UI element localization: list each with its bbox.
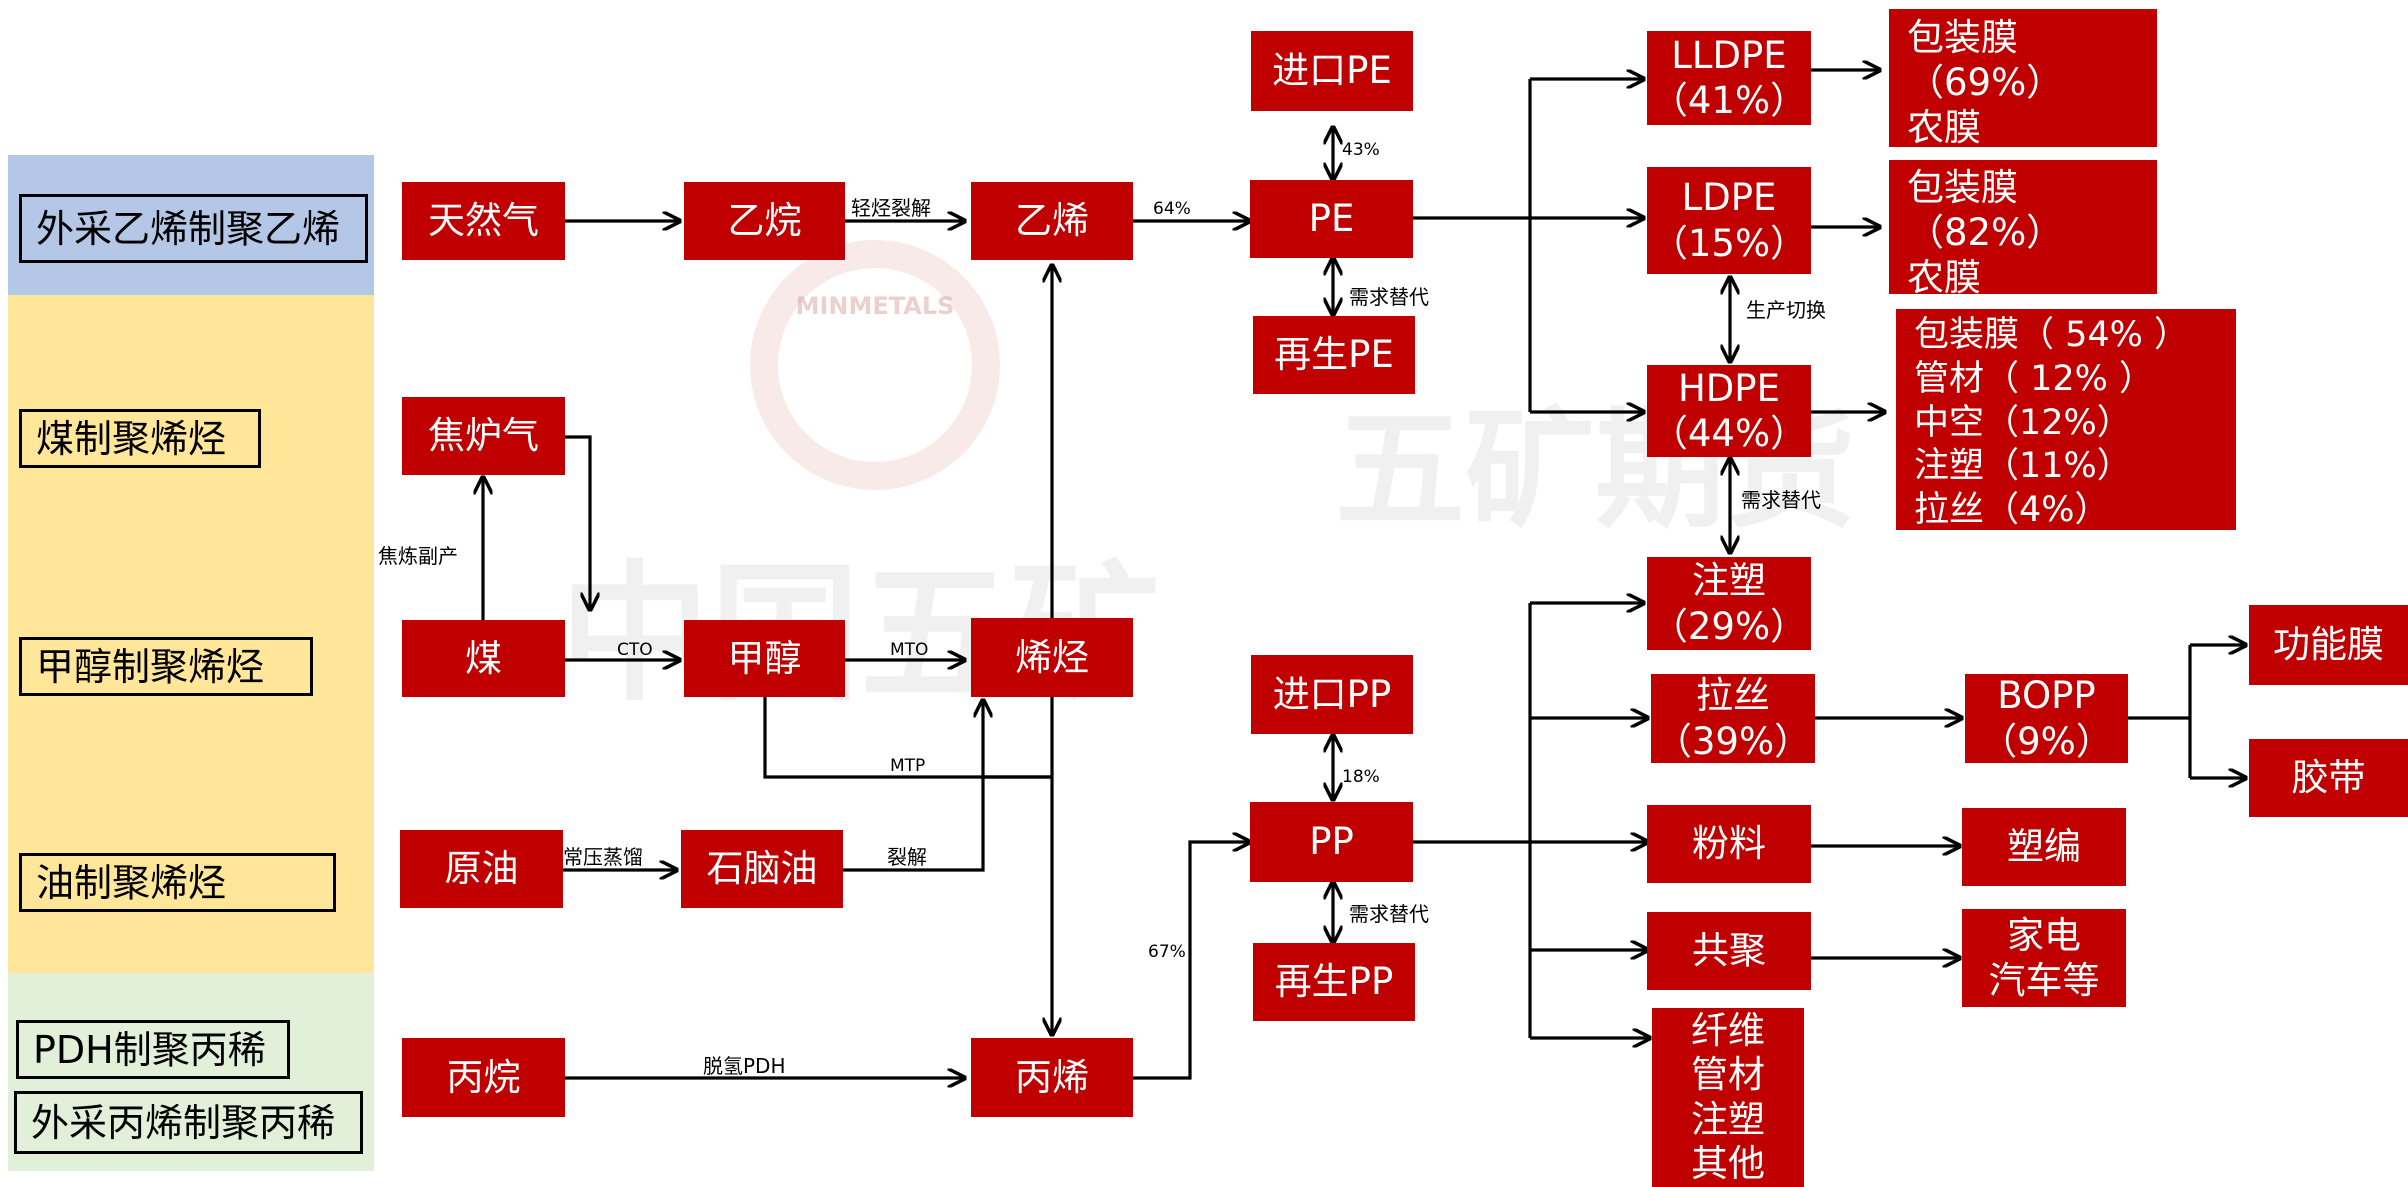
- label-coking-byproduct: 焦炼副产: [378, 544, 458, 568]
- node-lldpe: LLDPE （41%）: [1647, 31, 1811, 125]
- node-lldpe-uses: 包装膜（69%） 农膜 电缆: [1889, 9, 2157, 194]
- node-drawing-label: 拉丝 （39%）: [1654, 674, 1812, 763]
- node-propylene: 丙烯: [971, 1038, 1133, 1117]
- node-hdpe: HDPE （44%）: [1647, 365, 1811, 457]
- label-pct-18: 18%: [1342, 767, 1380, 787]
- node-appliance-label: 家电 汽车等: [1988, 913, 2100, 1002]
- node-bopp: BOPP （9%）: [1965, 674, 2128, 763]
- node-woven-label: 塑编: [2007, 825, 2081, 869]
- node-hdpe-uses-label: 包装膜（ 54% ） 管材（ 12% ） 中空（12%） 注塑（11%） 拉丝（…: [1914, 315, 2190, 530]
- node-propane: 丙烷: [402, 1038, 565, 1117]
- band-coal-methanol-oil: [8, 295, 374, 973]
- node-tape: 胶带: [2249, 739, 2408, 817]
- node-methanol-label: 甲醇: [727, 636, 802, 680]
- node-coal: 煤: [402, 620, 565, 697]
- node-injection: 注塑 （29%）: [1647, 557, 1811, 650]
- category-pdh: PDH制聚丙稀: [16, 1020, 290, 1079]
- label-production-switch: 生产切换: [1746, 298, 1826, 322]
- node-functional-film: 功能膜: [2249, 605, 2408, 685]
- node-powder: 粉料: [1647, 805, 1811, 883]
- category-propylene-purchase: 外采丙烯制聚丙稀: [14, 1091, 363, 1154]
- category-methanol: 甲醇制聚烯烃: [19, 637, 313, 696]
- node-copolymer: 共聚: [1647, 912, 1811, 990]
- band-ethylene-purchase: [8, 155, 374, 295]
- node-ethylene-label: 乙烯: [1015, 199, 1089, 243]
- node-ldpe-uses: 包装膜（82%） 农膜 电缆: [1889, 160, 2157, 344]
- node-tape-label: 胶带: [2291, 756, 2366, 800]
- node-recycled-pp-label: 再生PP: [1274, 960, 1394, 1004]
- node-recycled-pp: 再生PP: [1253, 943, 1415, 1021]
- node-lldpe-label: LLDPE （41%）: [1650, 33, 1808, 122]
- node-import-pp: 进口PP: [1251, 655, 1413, 734]
- node-import-pp-label: 进口PP: [1272, 672, 1392, 716]
- node-powder-label: 粉料: [1692, 822, 1766, 866]
- node-drawing: 拉丝 （39%）: [1651, 674, 1815, 763]
- node-olefin: 烯烃: [971, 618, 1133, 697]
- label-cracking: 裂解: [887, 845, 927, 869]
- node-bopp-label: BOPP （9%）: [1980, 674, 2113, 763]
- node-functional-film-label: 功能膜: [2273, 623, 2384, 667]
- node-coal-label: 煤: [465, 636, 502, 680]
- node-methanol: 甲醇: [684, 620, 845, 697]
- node-recycled-pe-label: 再生PE: [1274, 333, 1394, 377]
- label-mto: MTO: [890, 640, 929, 660]
- node-recycled-pe: 再生PE: [1253, 316, 1415, 394]
- label-pct-43: 43%: [1342, 140, 1380, 160]
- node-import-pe: 进口PE: [1251, 31, 1413, 111]
- watermark-seal-text: MINMETALS: [795, 292, 955, 320]
- node-ethane-label: 乙烷: [727, 199, 802, 243]
- node-propane-label: 丙烷: [446, 1055, 521, 1099]
- node-others: 纤维 管材 注塑 其他: [1652, 1008, 1804, 1187]
- node-appliance: 家电 汽车等: [1962, 909, 2126, 1007]
- node-ldpe: LDPE （15%）: [1647, 167, 1811, 274]
- label-mtp: MTP: [890, 756, 926, 776]
- node-naphtha-label: 石脑油: [706, 847, 818, 891]
- category-ethylene-purchase: 外采乙烯制聚乙烯: [19, 194, 368, 263]
- node-woven: 塑编: [1962, 808, 2126, 886]
- label-demand-sub-pe: 需求替代: [1349, 285, 1429, 309]
- node-pe: PE: [1250, 180, 1413, 258]
- node-ethylene: 乙烯: [971, 182, 1133, 260]
- band-propylene: [8, 973, 374, 1171]
- label-cto: CTO: [617, 640, 653, 660]
- node-coke-gas-label: 焦炉气: [428, 414, 539, 458]
- category-oil: 油制聚烯烃: [19, 853, 336, 912]
- node-injection-label: 注塑 （29%）: [1650, 559, 1808, 648]
- node-ldpe-label: LDPE （15%）: [1650, 176, 1808, 265]
- node-hdpe-label: HDPE （44%）: [1650, 366, 1808, 455]
- node-others-label: 纤维 管材 注塑 其他: [1691, 1008, 1765, 1185]
- node-hdpe-uses: 包装膜（ 54% ） 管材（ 12% ） 中空（12%） 注塑（11%） 拉丝（…: [1896, 309, 2236, 530]
- node-natural-gas-label: 天然气: [428, 199, 539, 243]
- node-olefin-label: 烯烃: [1015, 635, 1089, 679]
- node-pp-label: PP: [1309, 820, 1354, 864]
- label-demand-sub-hdpe: 需求替代: [1741, 488, 1821, 512]
- label-pct-67: 67%: [1148, 942, 1186, 962]
- node-natural-gas: 天然气: [402, 182, 565, 260]
- node-naphtha: 石脑油: [681, 830, 843, 908]
- node-coke-gas: 焦炉气: [402, 397, 565, 475]
- node-crude-oil-label: 原油: [444, 847, 519, 891]
- node-pp: PP: [1250, 802, 1413, 882]
- node-pe-label: PE: [1308, 197, 1355, 241]
- label-atm-distill: 常压蒸馏: [563, 845, 643, 869]
- category-coal: 煤制聚烯烃: [19, 409, 261, 468]
- node-import-pe-label: 进口PE: [1272, 49, 1392, 93]
- label-pct-64: 64%: [1153, 199, 1191, 219]
- node-crude-oil: 原油: [400, 830, 563, 908]
- node-copolymer-label: 共聚: [1692, 929, 1766, 973]
- label-pdh: 脱氢PDH: [703, 1054, 786, 1078]
- node-ethane: 乙烷: [684, 182, 845, 260]
- label-light-cracking: 轻烃裂解: [851, 196, 931, 220]
- label-demand-sub-pp: 需求替代: [1349, 902, 1429, 926]
- node-propylene-label: 丙烯: [1015, 1055, 1089, 1099]
